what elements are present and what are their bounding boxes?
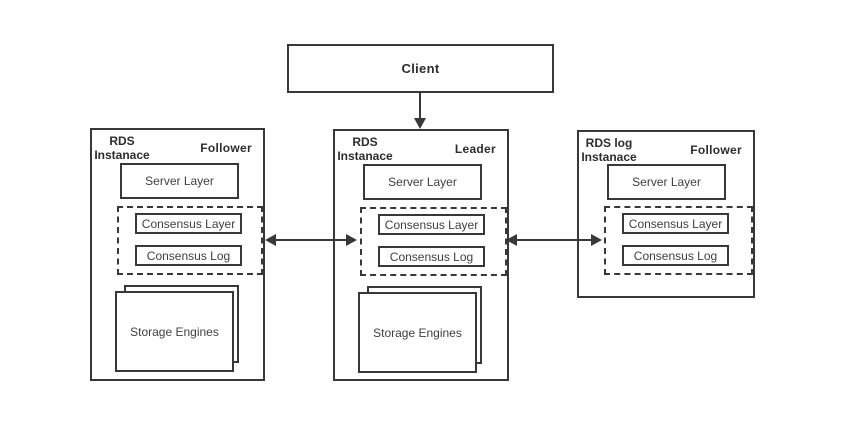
server-layer-box: Server Layer xyxy=(607,164,726,200)
client-box: Client xyxy=(287,44,554,93)
consensus-layer-box: Consensus Layer xyxy=(622,213,729,234)
arrow-head-down-icon xyxy=(414,118,426,129)
consensus-log-box: Consensus Log xyxy=(135,245,242,266)
instance-title-line1: RDS log xyxy=(585,136,633,150)
server-layer-box: Server Layer xyxy=(363,164,482,200)
consensus-log-box: Consensus Log xyxy=(622,245,729,266)
instance-log-follower: RDS log Instanace Follower Server Layer … xyxy=(577,130,755,298)
arrow-head-left-icon xyxy=(506,234,517,246)
replication-arrow-left xyxy=(265,233,357,247)
instance-title-line2: Instanace xyxy=(94,148,150,162)
instance-title: RDS log Instanace xyxy=(577,136,641,164)
arrow-line xyxy=(514,239,594,241)
consensus-layer-label: Consensus Layer xyxy=(384,217,479,232)
consensus-layer-label: Consensus Layer xyxy=(141,216,236,231)
server-layer-label: Server Layer xyxy=(388,175,457,189)
instance-leader: RDS Instanace Leader Server Layer Consen… xyxy=(333,129,509,381)
instance-title: RDS Instanace xyxy=(90,134,154,162)
instance-title-line1: RDS xyxy=(352,135,378,149)
consensus-group: Consensus Layer Consensus Log xyxy=(604,206,753,275)
arrow-line xyxy=(419,92,421,119)
replication-arrow-right xyxy=(506,233,602,247)
client-to-leader-arrow xyxy=(414,92,426,130)
consensus-layer-label: Consensus Layer xyxy=(628,216,723,231)
instance-role-label: Follower xyxy=(690,143,742,157)
instance-role-label: Leader xyxy=(454,142,496,156)
consensus-layer-box: Consensus Layer xyxy=(378,214,485,235)
instance-title-line2: Instanace xyxy=(337,149,393,163)
consensus-log-box: Consensus Log xyxy=(378,246,485,267)
consensus-group: Consensus Layer Consensus Log xyxy=(360,207,507,276)
consensus-group: Consensus Layer Consensus Log xyxy=(117,206,263,275)
storage-engines-box: Storage Engines xyxy=(115,291,234,372)
storage-engines-label: Storage Engines xyxy=(130,324,219,339)
arrow-head-right-icon xyxy=(591,234,602,246)
server-layer-label: Server Layer xyxy=(145,174,214,188)
storage-engines-label: Storage Engines xyxy=(373,325,462,340)
instance-role-label: Follower xyxy=(200,141,252,155)
instance-title-line1: RDS xyxy=(109,134,135,148)
storage-engines-stack: Storage Engines xyxy=(115,285,239,373)
server-layer-box: Server Layer xyxy=(120,163,239,199)
consensus-log-label: Consensus Log xyxy=(146,248,231,263)
instance-follower-left: RDS Instanace Follower Server Layer Cons… xyxy=(90,128,265,381)
storage-engines-box: Storage Engines xyxy=(358,292,477,373)
storage-engines-stack: Storage Engines xyxy=(358,286,482,374)
instance-title: RDS Instanace xyxy=(333,135,397,163)
arrow-head-left-icon xyxy=(265,234,276,246)
instance-title-line2: Instanace xyxy=(581,150,637,164)
server-layer-label: Server Layer xyxy=(632,175,701,189)
arrow-head-right-icon xyxy=(346,234,357,246)
consensus-layer-box: Consensus Layer xyxy=(135,213,242,234)
consensus-log-label: Consensus Log xyxy=(633,248,718,263)
consensus-log-label: Consensus Log xyxy=(389,249,474,264)
arrow-line xyxy=(273,239,349,241)
client-label: Client xyxy=(401,61,440,76)
